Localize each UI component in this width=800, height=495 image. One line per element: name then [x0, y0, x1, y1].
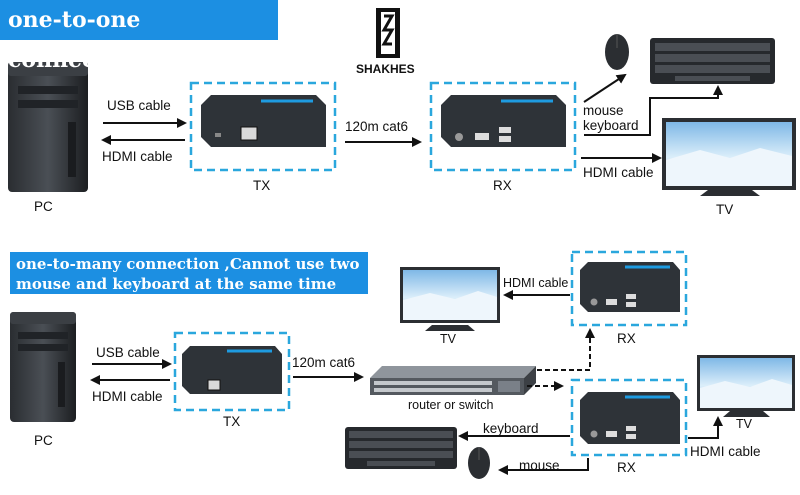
tx-device-bottom: [182, 346, 282, 394]
cat6-label-top: 120m cat6: [345, 119, 409, 134]
rx-device-bottom-top: [580, 262, 680, 312]
keyboard-icon-bottom: [345, 427, 457, 469]
pc-tower-bottom: [10, 312, 76, 422]
hdmi-cable-label-top-right: HDMI cable: [583, 165, 654, 180]
one-to-one-banner: one-to-one connection: [0, 0, 278, 73]
keyboard-label-top: keyboard: [583, 118, 639, 133]
logo-text: SHAKHES: [356, 62, 415, 76]
tv-label-bottom-right: TV: [736, 417, 752, 431]
tx-label-bottom: TX: [223, 414, 241, 429]
mouse-arrow-top: [583, 73, 627, 103]
tx-dashed-box-top: [189, 81, 337, 172]
hdmi-cable-label-bottom-right: HDMI cable: [690, 444, 761, 459]
rx-label-bottom-top: RX: [617, 331, 636, 346]
one-to-many-banner: one-to-many connection ,Cannot use two m…: [10, 252, 368, 294]
hdmi-cable-label-top-left: HDMI cable: [102, 149, 173, 164]
pc-label-bottom: PC: [34, 433, 53, 448]
router-switch-icon: [370, 366, 536, 395]
cat6-label-bottom: 120m cat6: [292, 355, 356, 370]
tv-label-top: TV: [716, 202, 734, 217]
pc-label-top: PC: [34, 199, 53, 214]
tv-icon-bottom-right: [697, 355, 795, 417]
rx-label-top: RX: [493, 178, 512, 193]
tx-device-top: [201, 95, 326, 147]
mouse-label-bottom: mouse: [519, 458, 560, 473]
tv-icon-top: [662, 118, 796, 196]
tx-label-top: TX: [253, 178, 271, 193]
one-to-many-banner-line2: mouse and keyboard at the same time: [16, 275, 337, 293]
rx-dashed-box-top: [429, 81, 577, 172]
tv-label-bottom-top: TV: [440, 332, 456, 346]
usb-cable-label-bottom: USB cable: [96, 345, 160, 360]
shakhes-logo: [376, 8, 400, 58]
tv-icon-bottom-top: [400, 267, 500, 331]
rx-dashed-box-bottom-top: [570, 250, 688, 327]
keyboard-arrow-top: [584, 85, 723, 136]
mouse-arrow-bottom: [498, 458, 589, 475]
rx-dashed-box-bottom-bottom: [570, 378, 688, 457]
mouse-icon-top: [605, 34, 629, 70]
pc-tower-top: [8, 62, 88, 192]
dashed-arrow-to-rx-top: [537, 328, 595, 371]
hdmi-arrow-to-tv-right: [688, 416, 723, 439]
rx-device-bottom-bottom: [580, 392, 680, 444]
mouse-icon-bottom: [468, 447, 490, 479]
switch-label: router or switch: [408, 398, 494, 412]
rx-label-bottom-bottom: RX: [617, 460, 636, 475]
keyboard-icon-top: [650, 38, 775, 84]
one-to-many-banner-line1: one-to-many connection ,Cannot use two: [16, 255, 360, 273]
tx-dashed-box-bottom: [173, 331, 291, 412]
hdmi-cable-label-bottom-top: HDMI cable: [503, 276, 569, 290]
usb-cable-label-top: USB cable: [107, 98, 171, 113]
rx-device-top: [441, 95, 566, 147]
hdmi-cable-label-bottom-left: HDMI cable: [92, 389, 163, 404]
mouse-label-top: mouse: [583, 103, 624, 118]
keyboard-label-bottom: keyboard: [483, 421, 539, 436]
